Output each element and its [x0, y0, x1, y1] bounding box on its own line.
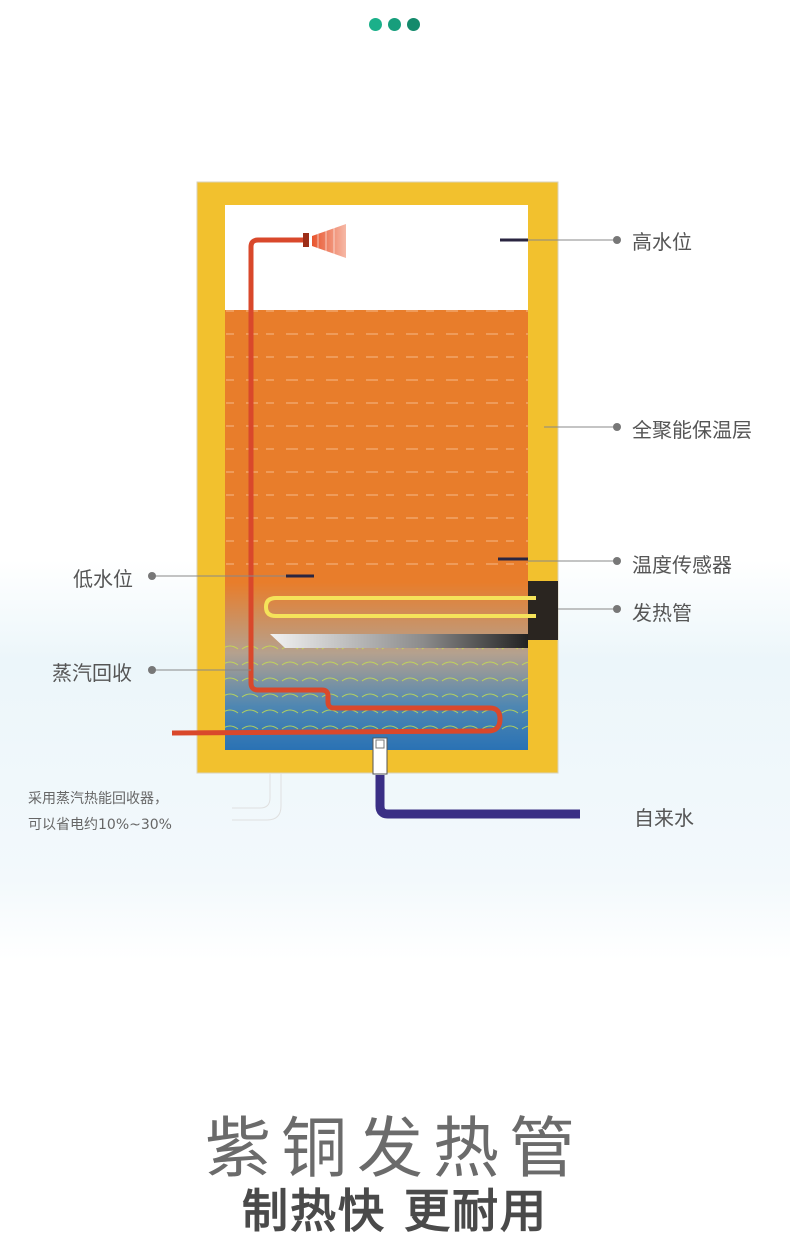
- heating-tube-element: [263, 596, 536, 618]
- low-water-label: 低水位: [73, 567, 133, 591]
- hot-water-ripples: [225, 310, 528, 580]
- steam-recovery-pipe: [171, 237, 503, 736]
- inlet-valve: [372, 737, 388, 775]
- drain-pipe: [232, 773, 282, 821]
- heating-tube-label: 发热管: [632, 601, 692, 625]
- section-subtitle: 制热快 更耐用: [241, 1184, 548, 1238]
- high-water-label: 高水位: [632, 230, 692, 254]
- insulation-label: 全聚能保温层: [632, 418, 752, 442]
- temperature-rod: [270, 634, 528, 648]
- tank-air-space: [225, 205, 528, 310]
- note-line-2: 可以省电约10%~30%: [28, 817, 172, 833]
- steam-nozzle-base: [303, 233, 309, 247]
- steam-nozzle-icon: [312, 224, 346, 258]
- heater-mount: [528, 581, 558, 640]
- tap-water-label: 自来水: [634, 806, 694, 830]
- tap-water-pipe: [375, 775, 580, 819]
- note-line-1: 采用蒸汽热能回收器，: [28, 791, 168, 807]
- indicator-dot: [407, 18, 420, 31]
- pointer-lines: [148, 236, 621, 674]
- section-title: 紫铜发热管: [205, 1110, 585, 1187]
- indicator-dot: [388, 18, 401, 31]
- page-indicator: [369, 18, 420, 31]
- indicator-dot: [369, 18, 382, 31]
- temperature-sensor-label: 温度传感器: [632, 553, 732, 577]
- energy-saving-note: 采用蒸汽热能回收器， 可以省电约10%~30%: [28, 786, 172, 838]
- steam-recovery-label: 蒸汽回收: [52, 661, 132, 685]
